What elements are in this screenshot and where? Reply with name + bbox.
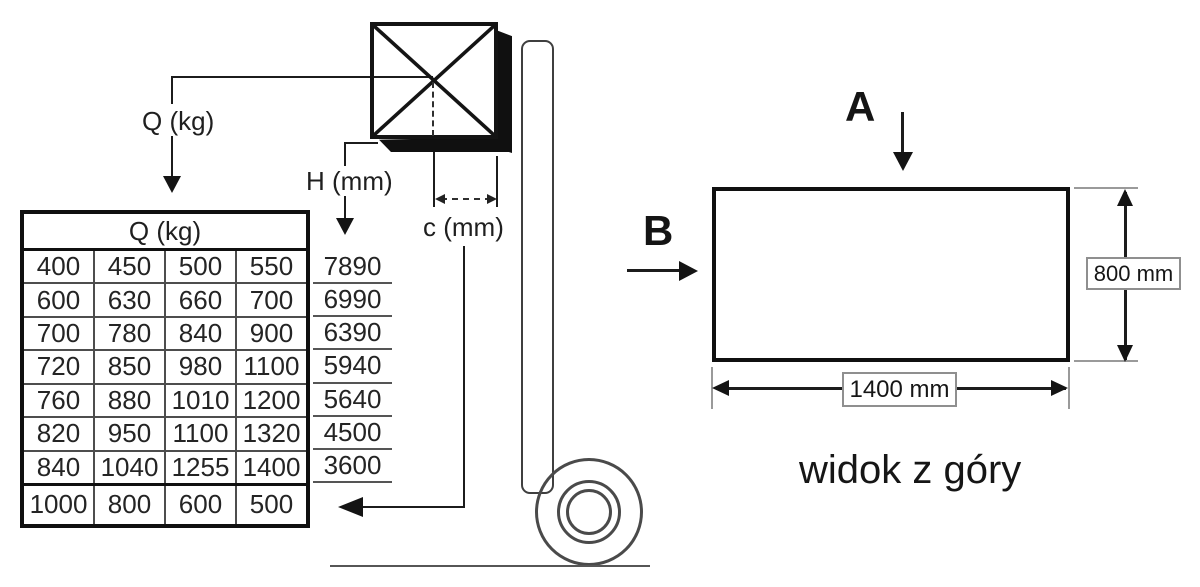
forklift-mast — [521, 40, 554, 494]
h-label: H (mm) — [306, 166, 393, 196]
q-row: 840 1040 1255 1400 — [24, 449, 306, 483]
q-label: Q (kg) — [142, 106, 215, 136]
q-cell: 700 — [36, 318, 81, 349]
h-cell: 3600 — [313, 450, 392, 483]
h-arrow-line — [344, 196, 346, 220]
a-arrow-line — [901, 112, 904, 154]
direction-b-label: B — [643, 207, 674, 254]
c-label: c (mm) — [423, 212, 504, 242]
dim-extension-line — [1074, 187, 1138, 189]
q-cell: 500 — [164, 251, 235, 283]
forklift-wheel-middle — [557, 480, 621, 544]
c-values-row: 1000 800 600 500 — [24, 482, 306, 524]
dim-extension-line — [1068, 367, 1070, 409]
q-cell: 1100 — [235, 351, 306, 383]
q-row: 760 880 1010 1200 — [24, 382, 306, 417]
q-cell: 1400 — [235, 451, 306, 483]
q-cell: 840 — [36, 451, 81, 482]
q-row: 820 950 1100 1320 — [24, 416, 306, 450]
width-dimension-text: 1400 mm — [849, 375, 950, 403]
q-down-arrow-icon — [163, 176, 181, 193]
h-leader-line — [344, 142, 378, 144]
width-dimension-label: 1400 mm — [842, 372, 957, 407]
q-cell: 1100 — [164, 418, 235, 450]
q-arrow-line — [171, 136, 173, 178]
q-cell: 450 — [93, 251, 164, 283]
c-dim-dashed-line — [441, 198, 491, 200]
load-top-view-rectangle — [712, 187, 1070, 362]
q-row: 400 450 500 550 — [24, 251, 306, 283]
c-pointer-line — [463, 246, 465, 508]
dim-right-arrow-icon — [1051, 380, 1068, 396]
q-cell: 850 — [93, 351, 164, 383]
top-view-caption: widok z góry — [799, 448, 1022, 492]
q-cell: 600 — [36, 284, 81, 315]
q-cell: 760 — [36, 384, 81, 415]
h-values-column: 7890 6990 6390 5940 5640 4500 3600 — [313, 251, 392, 483]
load-center-cross-icon — [374, 26, 494, 135]
q-row: 720 850 980 1100 — [24, 349, 306, 383]
q-cell: 1040 — [93, 451, 164, 483]
q-cell: 1010 — [164, 384, 235, 417]
dim-left-arrow-icon — [712, 380, 729, 396]
depth-dimension-label: 800 mm — [1086, 257, 1181, 290]
c-cell: 800 — [93, 485, 164, 524]
q-leader-line — [171, 76, 173, 104]
load-center-dashed-line — [432, 82, 434, 136]
c-cell: 500 — [235, 485, 306, 524]
c-dim-right-arrow-icon — [487, 194, 497, 204]
dim-up-arrow-icon — [1117, 189, 1133, 206]
c-left-arrow-icon — [338, 497, 363, 517]
h-leader-line — [344, 142, 346, 166]
q-leader-line — [171, 76, 433, 78]
table-header-q-kg: Q (kg) — [24, 214, 306, 251]
q-cell: 820 — [36, 418, 81, 449]
load-capacity-table: Q (kg) 400 450 500 550 600 630 660 700 7… — [20, 210, 310, 528]
a-down-arrow-icon — [893, 152, 913, 171]
h-cell: 6990 — [313, 284, 392, 318]
c-cell: 1000 — [29, 489, 88, 520]
b-arrow-line — [627, 269, 681, 272]
dim-extension-line — [1074, 360, 1138, 362]
q-cell: 660 — [164, 284, 235, 316]
c-extension-line — [496, 156, 498, 207]
q-cell: 780 — [93, 317, 164, 350]
h-cell: 5640 — [313, 384, 392, 417]
loadbox-shadow — [379, 137, 512, 152]
q-cell: 880 — [93, 384, 164, 417]
q-row: 700 780 840 900 — [24, 315, 306, 350]
c-dim-left-arrow-icon — [435, 194, 445, 204]
q-cell: 720 — [36, 351, 81, 382]
q-cell: 630 — [93, 284, 164, 316]
h-cell: 6390 — [313, 317, 392, 351]
q-cell: 400 — [36, 251, 81, 282]
q-cell: 700 — [235, 284, 306, 316]
q-cell: 1200 — [235, 384, 306, 417]
q-cell: 1320 — [235, 418, 306, 450]
dim-down-arrow-icon — [1117, 345, 1133, 362]
ground-line — [330, 565, 650, 567]
h-down-arrow-icon — [336, 218, 354, 235]
q-cell: 900 — [235, 317, 306, 350]
forklift-wheel-inner — [566, 489, 612, 535]
load-unit-box — [370, 22, 498, 139]
h-cell: 4500 — [313, 417, 392, 450]
q-cell: 550 — [235, 251, 306, 283]
forklift-wheel-outer — [535, 458, 643, 566]
c-pointer-line — [360, 506, 465, 508]
h-cell: 7890 — [313, 251, 392, 285]
q-cell: 950 — [93, 418, 164, 450]
loadbox-shadow — [496, 30, 512, 153]
q-cell: 1255 — [164, 451, 235, 483]
b-right-arrow-icon — [679, 261, 698, 281]
q-row: 600 630 660 700 — [24, 282, 306, 316]
direction-a-label: A — [845, 83, 876, 130]
q-cell: 840 — [164, 317, 235, 350]
h-cell: 5940 — [313, 350, 392, 384]
c-extension-line — [433, 152, 435, 207]
q-cell: 980 — [164, 351, 235, 383]
depth-dimension-text: 800 mm — [1093, 260, 1174, 286]
c-cell: 600 — [164, 485, 235, 524]
